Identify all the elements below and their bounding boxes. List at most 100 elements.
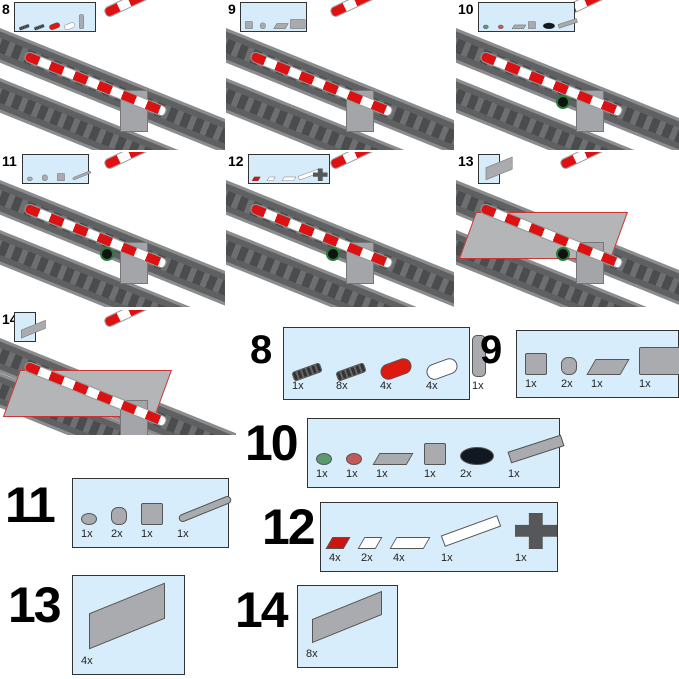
part-item: 1x [511,24,527,29]
lego-brick1-icon [528,21,536,29]
parts-callout-step-10: 1x 1x 1x 1x 2x 1x [307,418,565,488]
lego-cross-icon [313,168,328,181]
barrier-arm [558,152,679,171]
lego-tile12-icon [389,537,431,549]
lego-tile11-icon [266,176,276,181]
part-quantity: 2x [361,552,373,564]
step-number-9: 9 [480,328,502,372]
part-item: 1x [372,453,414,481]
part-quantity: 1x [515,552,527,564]
part-quantity: 8x [306,648,318,660]
part-item: 4x [378,356,414,393]
step-number-8: 8 [250,328,272,372]
part-quantity: 1x [346,468,358,480]
part-quantity: 1x [441,552,453,564]
barrier-arm [558,0,679,19]
lego-stud-icon [498,24,504,29]
lego-brick22-icon [290,19,306,29]
lego-tall-icon [472,335,486,377]
part-quantity: 2x [460,468,472,480]
mini-parts-callout: 4x [478,154,513,184]
part-item: 1x [81,513,97,541]
part-item: 1x [297,169,320,181]
lego-brick1-icon [424,443,446,465]
lego-tile1-icon [586,359,630,375]
part-item: 2x [111,507,127,541]
part-item: 4x [389,537,431,565]
part-item: 1x [79,14,84,29]
part-item: 1x [313,168,328,181]
parts-callout-step-8: 1x 8x 4x 4x 1x [283,327,486,400]
step-number-14: 14 [235,582,289,638]
part-item: 1x [515,513,557,565]
part-item: 1x [440,515,502,565]
part-item: 1x [57,173,65,181]
part-quantity: 1x [639,378,651,390]
lego-stud-icon [316,453,332,465]
step-number-12: 12 [262,499,316,555]
lego-slope-icon [485,156,513,181]
part-item: 4x [48,21,61,31]
signal-light-icon [326,247,340,261]
lego-plate14-icon [507,434,565,464]
part-item: 2x [42,174,48,181]
lego-tile14-icon [440,515,502,547]
part-quantity: 2x [111,528,123,540]
part-item: 2x [357,537,383,565]
lego-slope-icon [89,582,165,650]
part-item: 4x [325,537,351,565]
signal-light-icon [556,247,570,261]
part-quantity: 4x [393,552,405,564]
lego-tile1-icon [273,23,289,29]
part-item: 1x [27,176,33,181]
lego-brick1-icon [525,353,547,375]
part-item: 1x [291,362,323,393]
lego-cyl-icon [378,356,414,382]
part-quantity: 4x [426,380,438,392]
lego-tile11-icon [357,537,383,549]
barrier-arm [102,310,236,329]
lego-dish-icon [460,447,494,465]
part-quantity: 4x [81,655,93,667]
lego-pin-icon [33,23,45,31]
part-item: 1x [290,19,306,29]
lego-plate12-icon [511,24,527,29]
part-item: 8x [335,362,367,393]
parts-callout-step-12: 4x 2x 4x 1x 1x [320,502,558,572]
barrier-arm [102,152,225,171]
part-item: 1x [424,443,446,481]
lego-plate14-icon [557,18,578,29]
lego-brick1-icon [141,503,163,525]
lego-bar-icon [177,494,233,524]
lego-tall-icon [79,14,84,29]
part-item: 1x [498,24,504,29]
part-item: 1x [483,24,489,29]
part-quantity: 1x [508,468,520,480]
step-number-13: 13 [8,577,62,633]
mini-step-number: 14 [2,311,18,327]
mini-step-number: 11 [2,153,17,169]
part-item: 2x [260,22,266,29]
part-item: 2x [543,22,555,29]
part-quantity: 1x [472,380,484,392]
part-quantity: 1x [591,378,603,390]
part-item: 1x [586,359,630,391]
part-item: 4x [251,176,261,181]
lego-stud-icon [27,176,33,181]
part-item: 1x [316,453,332,481]
step-number-10: 10 [245,415,299,471]
lego-tile24-icon [312,590,382,644]
barrier-arm [328,0,454,19]
part-item: 1x [639,347,679,391]
part-item: 1x [245,21,253,29]
part-item: 2x [460,447,494,481]
barrier-arm [102,0,225,19]
part-item: 1x [346,453,362,481]
part-quantity: 4x [380,380,392,392]
